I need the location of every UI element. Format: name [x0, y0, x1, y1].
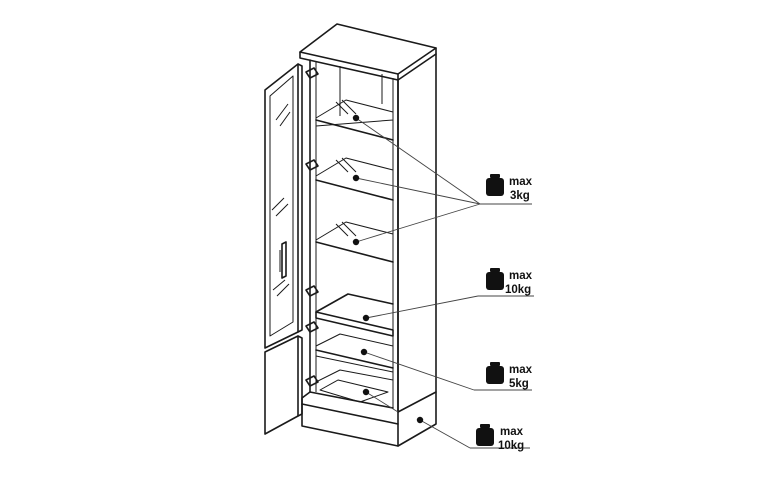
- load-point-dot: [360, 348, 368, 356]
- load-leaders: [355, 117, 534, 449]
- cabinet-side-panel: [397, 53, 437, 413]
- hinges: [305, 67, 319, 387]
- label-line-1: max: [509, 270, 533, 282]
- door-handle: [281, 241, 287, 279]
- weight-icon: [486, 362, 504, 384]
- label-middle-shelf: max 10kg: [505, 270, 533, 296]
- label-base: max 10kg: [498, 426, 524, 452]
- glass-shelves: [315, 99, 394, 263]
- label-glass-shelves: max 3kg: [509, 176, 533, 202]
- lower-shelf: [315, 333, 394, 373]
- load-point-dot: [352, 238, 360, 246]
- label-line-2: 3kg: [510, 190, 530, 202]
- weight-icon: [486, 174, 504, 196]
- load-point-dot: [362, 388, 370, 396]
- upper-glass-door: [264, 63, 303, 349]
- cabinet: [299, 23, 437, 447]
- middle-shelf: [315, 293, 394, 337]
- cabinet-plinth: [301, 391, 437, 447]
- label-line-2: 10kg: [498, 440, 524, 452]
- label-line-2: 10kg: [505, 284, 531, 296]
- load-point-dot: [416, 416, 424, 424]
- label-line-1: max: [509, 176, 533, 188]
- weight-icon: [476, 424, 494, 446]
- label-line-2: 5kg: [509, 378, 529, 390]
- load-point-dot: [352, 114, 360, 122]
- weight-icon: [486, 268, 504, 290]
- lower-door: [264, 335, 303, 435]
- load-point-dot: [352, 174, 360, 182]
- cabinet-top: [299, 23, 437, 75]
- load-point-dot: [362, 314, 370, 322]
- label-line-1: max: [509, 364, 533, 376]
- load-points: [352, 114, 424, 424]
- label-line-1: max: [500, 426, 524, 438]
- label-lower-shelf: max 5kg: [509, 364, 533, 390]
